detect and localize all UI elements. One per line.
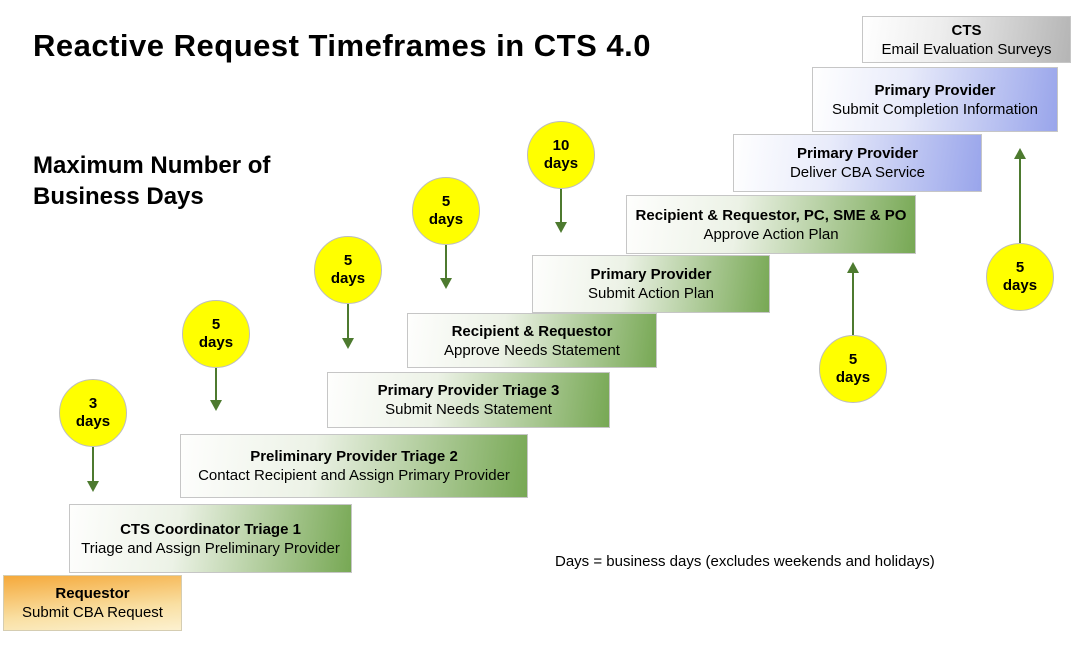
badge-unit: days xyxy=(835,369,871,386)
step-primary-provider-submit-action-plan: Primary Provider Submit Action Plan xyxy=(532,255,770,313)
step-action: Submit CBA Request xyxy=(22,604,163,621)
down-arrow-icon xyxy=(555,189,567,233)
up-arrow-icon xyxy=(1014,148,1026,243)
step-action: Submit Completion Information xyxy=(832,100,1038,118)
badge-value: 5 xyxy=(211,316,221,333)
arrow-shaft xyxy=(852,273,854,335)
duration-badge-10-days: 10 days xyxy=(527,121,595,189)
step-actor: CTS xyxy=(951,21,982,39)
duration-badge-5-days: 5 days xyxy=(819,335,887,403)
badge-unit: days xyxy=(543,155,579,172)
duration-badge-5-days: 5 days xyxy=(412,177,480,245)
badge-unit: days xyxy=(198,334,234,351)
max-business-days-label: Maximum Number of Business Days xyxy=(33,150,270,212)
step-action: Submit Needs Statement xyxy=(385,401,552,418)
step-actor: Recipient & Requestor, PC, SME & PO xyxy=(635,206,907,224)
step-actor: Preliminary Provider Triage 2 xyxy=(250,448,458,465)
step-actor: Primary Provider xyxy=(797,145,918,162)
step-primary-provider-triage-3: Primary Provider Triage 3 Submit Needs S… xyxy=(327,372,610,428)
legend-note: Days = business days (excludes weekends … xyxy=(555,553,935,570)
badge-unit: days xyxy=(75,413,111,430)
step-cts-email-surveys: CTS Email Evaluation Surveys xyxy=(862,16,1071,63)
arrow-head xyxy=(342,338,354,349)
badge-value: 10 xyxy=(552,137,570,154)
step-action: Contact Recipient and Assign Primary Pro… xyxy=(198,467,510,484)
duration-badge-3-days: 3 days xyxy=(59,379,127,447)
duration-badge-5-days: 5 days xyxy=(986,243,1054,311)
arrow-head xyxy=(87,481,99,492)
duration-badge-5-days: 5 days xyxy=(182,300,250,368)
badge-value: 5 xyxy=(1015,259,1025,276)
step-preliminary-provider-triage-2: Preliminary Provider Triage 2 Contact Re… xyxy=(180,434,528,498)
step-actor: Recipient & Requestor xyxy=(451,322,613,340)
arrow-shaft xyxy=(445,245,447,278)
badge-value: 5 xyxy=(441,193,451,210)
down-arrow-icon xyxy=(210,368,222,411)
max-business-days-line1: Maximum Number of xyxy=(33,152,271,179)
down-arrow-icon xyxy=(440,245,452,289)
badge-value: 5 xyxy=(343,252,353,269)
page-title: Reactive Request Timeframes in CTS 4.0 xyxy=(33,28,652,63)
step-actor: CTS Coordinator Triage 1 xyxy=(120,520,301,538)
up-arrow-icon xyxy=(847,262,859,335)
step-requestor: Requestor Submit CBA Request xyxy=(3,575,182,631)
arrow-head xyxy=(847,262,859,273)
step-action: Email Evaluation Surveys xyxy=(881,40,1052,58)
badge-value: 3 xyxy=(88,395,98,412)
arrow-shaft xyxy=(215,368,217,400)
step-actor: Primary Provider xyxy=(874,81,996,99)
step-action: Submit Action Plan xyxy=(588,285,714,302)
badge-value: 5 xyxy=(848,351,858,368)
step-deliver-cba-service: Primary Provider Deliver CBA Service xyxy=(733,134,982,192)
step-action: Triage and Assign Preliminary Provider xyxy=(81,539,340,557)
step-action: Approve Needs Statement xyxy=(444,341,620,359)
arrow-shaft xyxy=(92,447,94,481)
duration-badge-5-days: 5 days xyxy=(314,236,382,304)
arrow-head xyxy=(440,278,452,289)
step-recipient-requestor-approve-needs: Recipient & Requestor Approve Needs Stat… xyxy=(407,313,657,368)
step-approve-action-plan: Recipient & Requestor, PC, SME & PO Appr… xyxy=(626,195,916,254)
arrow-head xyxy=(555,222,567,233)
step-submit-completion-information: Primary Provider Submit Completion Infor… xyxy=(812,67,1058,132)
down-arrow-icon xyxy=(87,447,99,492)
badge-unit: days xyxy=(1002,277,1038,294)
step-actor: Requestor xyxy=(55,585,130,602)
step-cts-coordinator-triage-1: CTS Coordinator Triage 1 Triage and Assi… xyxy=(69,504,352,573)
step-action: Deliver CBA Service xyxy=(789,164,926,181)
badge-unit: days xyxy=(428,211,464,228)
step-actor: Primary Provider xyxy=(590,266,712,283)
arrow-shaft xyxy=(560,189,562,222)
badge-unit: days xyxy=(330,270,366,287)
arrow-head xyxy=(1014,148,1026,159)
arrow-shaft xyxy=(347,304,349,338)
down-arrow-icon xyxy=(342,304,354,349)
arrow-head xyxy=(210,400,222,411)
step-action: Approve Action Plan xyxy=(703,225,839,243)
arrow-shaft xyxy=(1019,159,1021,243)
max-business-days-line2: Business Days xyxy=(33,183,204,210)
step-actor: Primary Provider Triage 3 xyxy=(377,382,560,399)
